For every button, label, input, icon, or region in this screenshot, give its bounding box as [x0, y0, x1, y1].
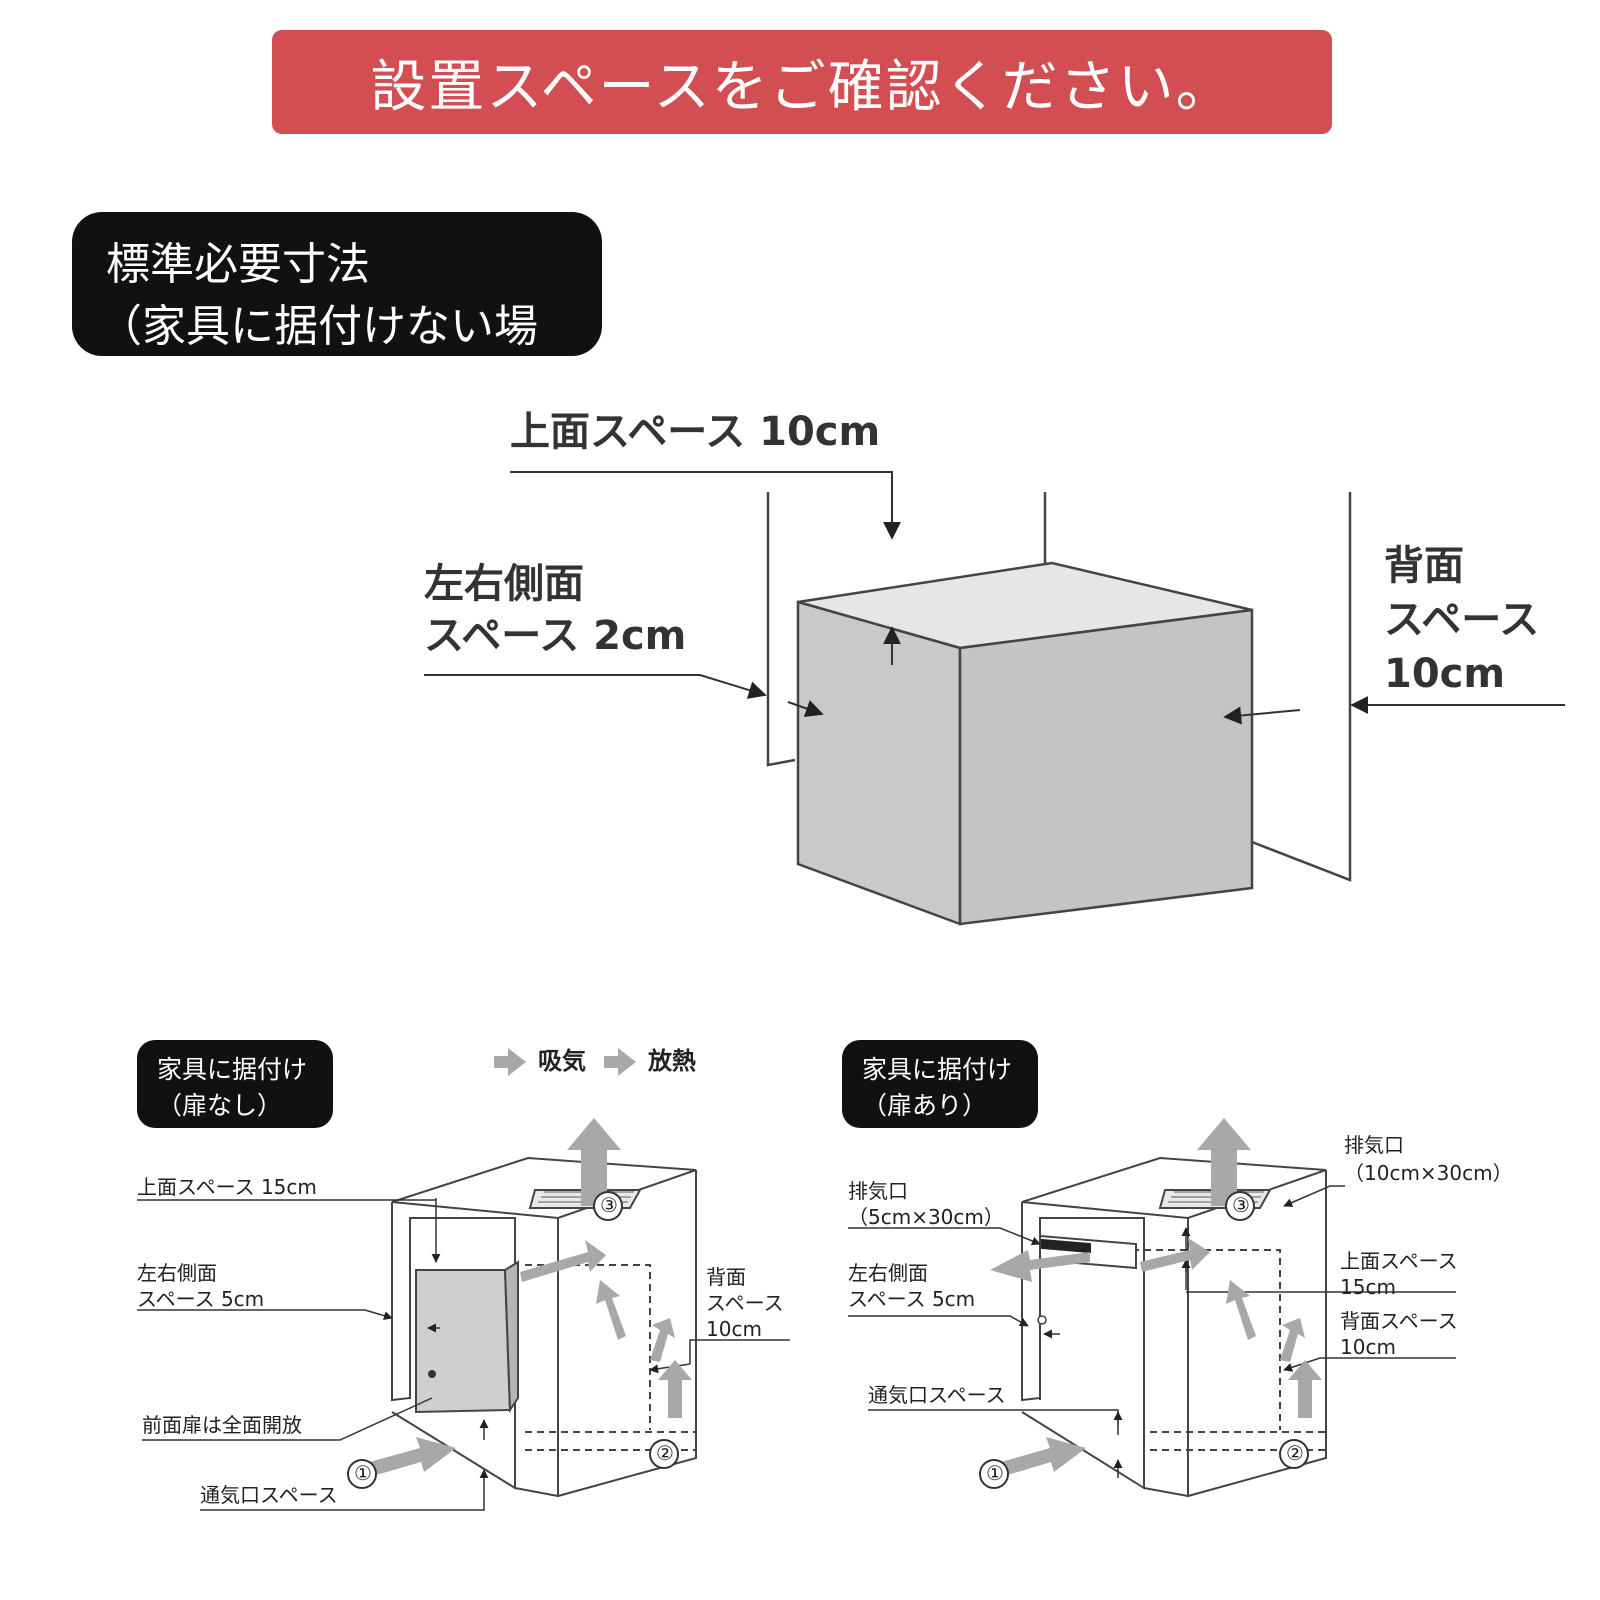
no-door-top-space-label: 上面スペース 15cm — [137, 1175, 317, 1199]
no-door-side-line1: 左右側面 — [137, 1261, 217, 1285]
exhaust-arrow-up — [567, 1118, 621, 1206]
with-door-knob — [1037, 1315, 1047, 1325]
left-wall — [766, 492, 796, 767]
internal-arrow-c — [658, 1360, 692, 1418]
with-door-top-exhaust-line1: 排気口 — [1344, 1133, 1404, 1157]
with-door-front-exhaust-line2: （5cm×30cm） — [848, 1205, 1004, 1229]
no-door-back-line3: 10cm — [706, 1317, 762, 1341]
with-door-heading-line1: 家具に据付け — [862, 1055, 1013, 1084]
no-door-back-line1: 背面 — [706, 1265, 746, 1289]
with-door-airflow-arrows — [980, 1118, 1322, 1482]
with-door-heading: 家具に据付け （扉あり） — [842, 1040, 1038, 1128]
no-door-heading-line2: （扉なし） — [157, 1091, 283, 1120]
top-space-leader — [510, 471, 901, 540]
page-title: 設置スペースをご確認ください。 — [370, 54, 1234, 120]
internal-arrow-d — [650, 1318, 675, 1362]
right-wall — [1251, 492, 1352, 882]
with-door-side-line1: 左右側面 — [848, 1261, 928, 1285]
with-door-front-exhaust-line1: 排気口 — [848, 1179, 908, 1203]
no-door-vent-label: 通気口スペース — [200, 1483, 338, 1507]
door-knob — [428, 1370, 436, 1378]
side-space-leader — [424, 674, 767, 699]
with-door-marker-3: ③ — [1232, 1193, 1250, 1217]
with-door-back-line2: 10cm — [1340, 1335, 1396, 1359]
back-space-label-line2: スペース — [1384, 597, 1540, 643]
front-exhaust-arrow — [990, 1250, 1090, 1282]
marker-3b-circle — [1225, 1191, 1255, 1221]
internal-arrow-db — [1280, 1318, 1305, 1362]
intake-legend-icon — [494, 1048, 526, 1076]
exhaust-arrow-upb — [1197, 1118, 1251, 1206]
standard-heading-line1: 標準必要寸法 — [106, 239, 370, 290]
no-door-marker-2: ② — [656, 1441, 674, 1465]
no-door-marker-1: ① — [354, 1461, 372, 1485]
internal-arrow-b — [596, 1280, 626, 1340]
with-door-top-exhaust-line2: （10cm×30cm） — [1344, 1161, 1513, 1185]
with-door-circle-markers — [979, 1191, 1309, 1489]
no-door-circle-markers — [347, 1191, 679, 1489]
side-space-arrow-in — [787, 700, 824, 718]
intake-legend-label: 吸気 — [538, 1047, 586, 1075]
marker-3-circle — [593, 1191, 623, 1221]
side-space-label-line2: スペース 2cm — [424, 613, 687, 659]
no-door-leaders — [137, 1198, 790, 1511]
no-door-front-door-label: 前面扉は全面開放 — [142, 1413, 302, 1437]
back-space-label-line1: 背面 — [1384, 543, 1464, 589]
internal-arrow-ab — [1140, 1238, 1210, 1272]
no-door-marker-3: ③ — [600, 1193, 618, 1217]
no-door-back-line2: スペース — [706, 1291, 784, 1315]
box-left-face — [796, 600, 962, 926]
standard-heading-line2: （家具に据付けない場合） — [98, 301, 538, 416]
back-space-arrow-in — [1223, 706, 1301, 725]
back-space-label-line3: 10cm — [1384, 651, 1506, 697]
internal-arrow-a — [520, 1240, 606, 1282]
with-door-top-line2: 15cm — [1340, 1275, 1396, 1299]
with-door-marker-1: ① — [986, 1461, 1004, 1485]
marker-2b-circle — [1279, 1439, 1309, 1469]
exhaust-legend-label: 放熱 — [648, 1047, 696, 1075]
marker-2-circle — [649, 1439, 679, 1469]
internal-arrow-bb — [1226, 1280, 1256, 1340]
no-door-heading-line1: 家具に据付け — [157, 1055, 308, 1084]
box-front-face — [958, 608, 1254, 926]
with-door-heading-line2: （扉あり） — [862, 1091, 988, 1120]
marker-1b-circle — [979, 1459, 1009, 1489]
with-door-back-line1: 背面スペース — [1340, 1309, 1458, 1333]
exhaust-legend-icon — [604, 1048, 636, 1076]
no-door-heading: 家具に据付け （扉なし） — [137, 1040, 333, 1128]
with-door-vent-label: 通気口スペース — [868, 1383, 1006, 1407]
title-banner: 設置スペースをご確認ください。 — [272, 30, 1332, 134]
side-space-label-line1: 左右側面 — [424, 561, 584, 607]
internal-arrow-cb — [1288, 1360, 1322, 1418]
with-door-marker-2: ② — [1286, 1441, 1304, 1465]
standard-heading: 標準必要寸法 （家具に据付けない場合） — [72, 212, 602, 416]
no-door-airflow-arrows — [348, 1118, 692, 1482]
marker-1-circle — [347, 1459, 377, 1489]
with-door-side-line2: スペース 5cm — [848, 1287, 976, 1311]
top-space-label: 上面スペース 10cm — [510, 409, 881, 455]
no-door-side-line2: スペース 5cm — [137, 1287, 265, 1311]
with-door-top-line1: 上面スペース — [1340, 1249, 1458, 1273]
